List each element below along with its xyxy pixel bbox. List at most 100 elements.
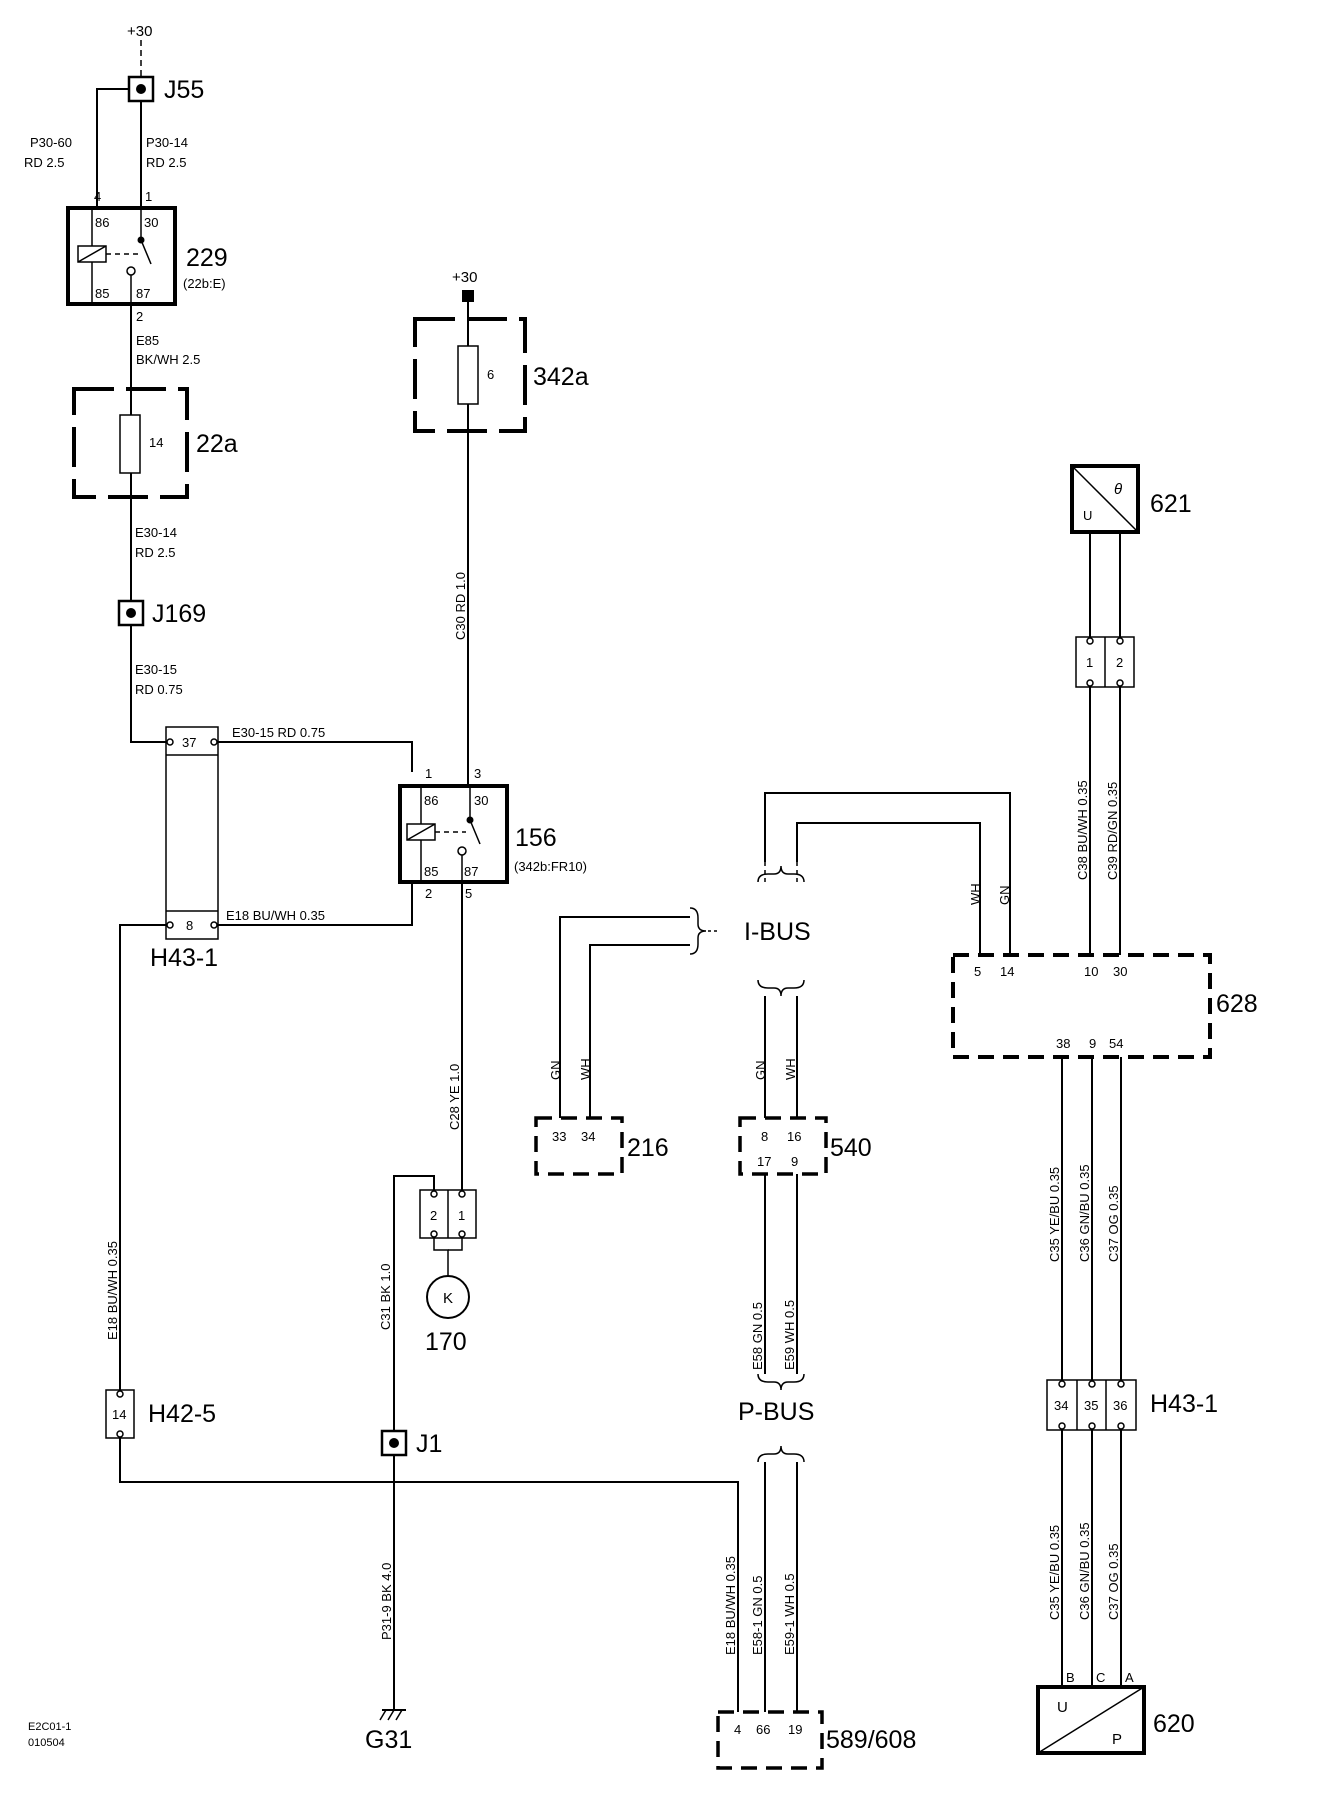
s620-pin-label: B [1066,1670,1075,1685]
sensor-621-u: U [1083,508,1092,523]
sensor-621-diag [1071,465,1139,533]
connector621-pin-label: 2 [1116,655,1123,670]
pbus-label: P-BUS [738,1398,814,1426]
wire-e30-15-spec: RD 0.75 [135,682,183,697]
fuse-supply-plus30-label: +30 [452,269,477,286]
module-628 [951,953,1212,1059]
relay229-contact-87 [126,266,136,276]
wire-e58-1-label: E58-1 GN 0.5 [750,1576,765,1656]
wire-e58-label: E58 GN 0.5 [750,1302,765,1370]
connector-pin [458,1190,466,1198]
relay156-pin-label: 2 [425,886,432,901]
connector-pin [1086,679,1094,687]
component-540 [738,1116,828,1176]
wire-c36-lower-label: C36 GN/BU 0.35 [1077,1522,1092,1620]
doc-id: E2C01-1 [28,1721,71,1733]
sensor-620-label: 620 [1153,1710,1195,1738]
relay156-pin-label: 86 [424,793,438,808]
ground-hatch [387,1709,395,1721]
c540-pin-label: 16 [787,1129,801,1144]
wire-e30-15-horizontal [218,741,413,772]
wire-p30-60-spec: RD 2.5 [24,155,64,170]
connector-pin [1088,1422,1096,1430]
connector-pin [116,1430,124,1438]
wire-628-wh [796,822,981,955]
fusebox-342a-label: 342a [533,363,589,391]
wire-e18-to-589 [119,1438,739,1712]
wire-c31 [393,1175,435,1431]
component-589-608-label: 589/608 [826,1726,916,1754]
c216-pin-label: 34 [581,1129,595,1144]
wire-c39-label: C39 RD/GN 0.35 [1105,782,1120,880]
connector-h43-1-left [165,726,219,940]
c216-pin-label: 33 [552,1129,566,1144]
relay156-label: 156 [515,824,557,852]
c589-pin-label: 66 [756,1722,770,1737]
relay156-ref: (342b:FR10) [514,859,587,874]
relay-229 [66,206,177,306]
h42-5-label: H42-5 [148,1400,216,1428]
s620-pin-label: A [1125,1670,1134,1685]
wire-e18-horizontal [218,880,413,926]
connector-pin [116,1390,124,1398]
fusebox-342a [413,317,527,433]
wire-ibus-wh [589,944,690,1118]
relay156-contact-87 [457,846,467,856]
connector-pin [210,738,218,746]
h43-1-left-label: H43-1 [150,944,218,972]
wire-628-gn [764,792,1011,955]
s620-pin-label: C [1096,1670,1105,1685]
wire-c30-label: C30 RD 1.0 [453,572,468,640]
ibus-brace-bottom [757,979,805,997]
relay156-pin-label: 5 [465,886,472,901]
wire-e85-label: E85 [136,333,159,348]
relay156-pin-label: 85 [424,864,438,879]
motor-k-label: K [443,1290,453,1307]
component-216 [534,1116,624,1176]
connector-pin [1117,1422,1125,1430]
wire-c38-label: C38 BU/WH 0.35 [1075,780,1090,880]
j169-splice-dot [126,608,136,618]
wire-gn-label: GN [997,886,1012,906]
connector170-pin-label: 2 [430,1208,437,1223]
relay229-coil-diag [77,245,107,263]
sensor-620-u: U [1057,1699,1068,1716]
wire-e59-1-label: E59-1 WH 0.5 [782,1573,797,1655]
relay156-coil-diag [406,823,436,841]
ground-g31-label: G31 [365,1726,412,1754]
motor-lead [433,1238,449,1276]
wire-gn-label: GN [548,1061,563,1081]
wire-c37-lower-label: C37 OG 0.35 [1106,1543,1121,1620]
sensor-621-label: 621 [1150,490,1192,518]
connector-pin [1058,1422,1066,1430]
wire-e30-14-spec: RD 2.5 [135,545,175,560]
component-216-label: 216 [627,1134,669,1162]
h43-1-right-label: H43-1 [1150,1390,1218,1418]
motor-170 [426,1275,470,1319]
j169-label: J169 [152,600,206,628]
connector-pin [458,1230,466,1238]
fusebox-22a-label: 22a [196,430,238,458]
relay229-pin-label: 1 [145,189,152,204]
relay229-pin-label: 86 [95,215,109,230]
relay156-pin-label: 30 [474,793,488,808]
connector-h43-1-right [1046,1379,1137,1431]
pbus-brace-top [757,1373,805,1391]
m628-pin-label: 10 [1084,964,1098,979]
wire-wh-label: WH [783,1058,798,1080]
connector-pin [210,921,218,929]
relay229-label: 229 [186,244,228,272]
relay229-pin-label: 87 [136,286,150,301]
wire-ibus-gn [559,916,690,1118]
wire-e30-15-label: E30-15 [135,662,177,677]
fuse-22a-number: 14 [149,435,163,450]
ibus-brace-top [757,865,805,883]
ground-hatch [395,1709,403,1721]
c540-pin-label: 17 [757,1154,771,1169]
connector170-pin-label: 1 [458,1208,465,1223]
j55-label: J55 [164,76,204,104]
relay229-pin-label: 85 [95,286,109,301]
wire-c35-label: C35 YE/BU 0.35 [1047,1167,1062,1262]
h42-5-pin-label: 14 [112,1407,126,1422]
j1-label: J1 [416,1430,442,1458]
